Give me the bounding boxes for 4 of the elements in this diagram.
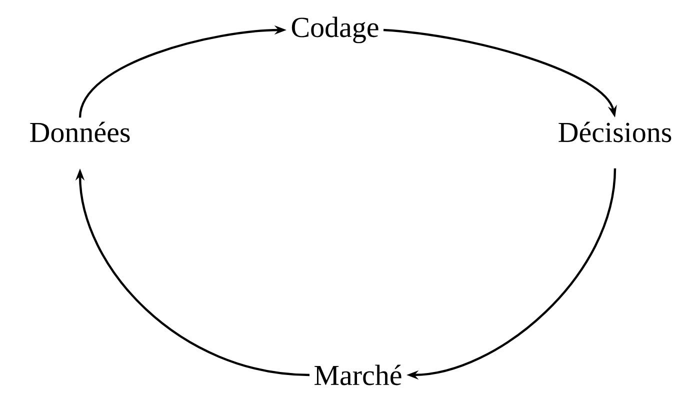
node-label: Codage [292,16,378,44]
node-label: Données [30,122,130,142]
node-label: Décisions [558,122,672,142]
node-label: Marché [314,364,402,386]
